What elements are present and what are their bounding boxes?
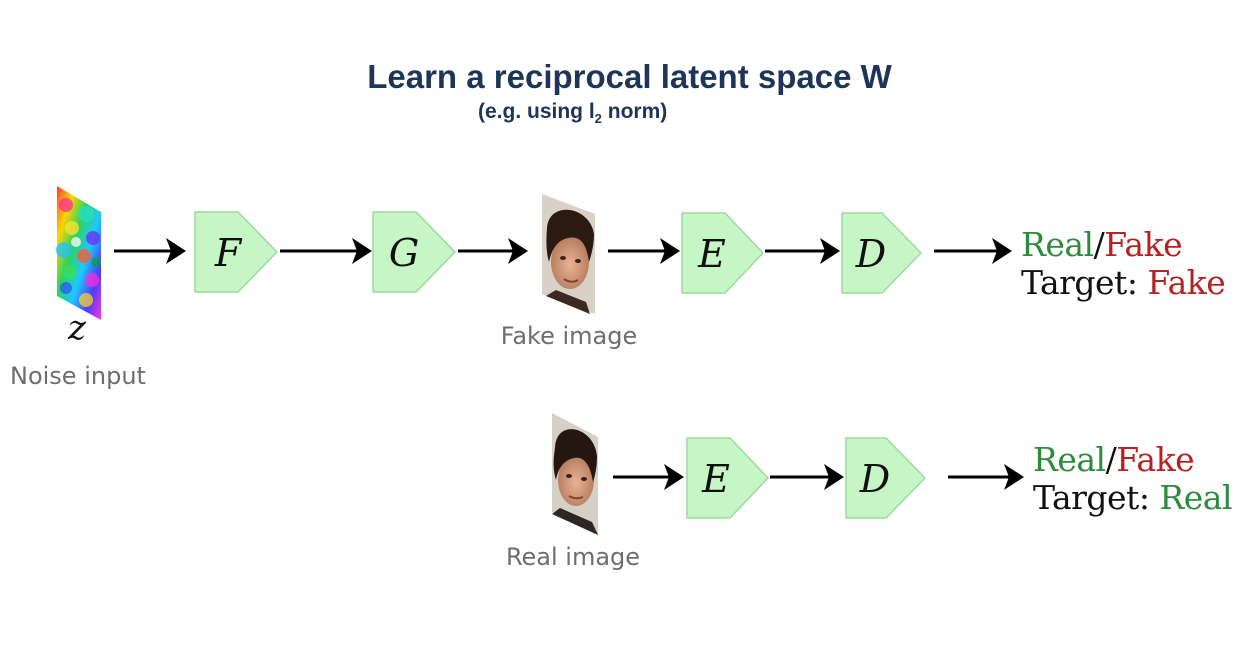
output-top-target-value: Fake [1147, 263, 1226, 302]
output-bottom-target: Target: Real [1033, 478, 1233, 517]
block-F-label: F [214, 231, 243, 275]
output-bottom-target-prefix: Target: [1033, 478, 1160, 517]
block-D-top-label: D [855, 232, 886, 276]
output-top-target-prefix: Target: [1021, 263, 1148, 302]
output-bottom-fake-word: Fake [1116, 440, 1195, 479]
noise-input-caption: Noise input [10, 362, 146, 390]
fake-face-image [542, 194, 595, 314]
noise-input-image [56, 186, 101, 320]
slide-title: Learn a reciprocal latent space W [367, 58, 892, 95]
block-E-bottom: E [686, 437, 770, 519]
subtitle-subscript: 2 [594, 111, 602, 126]
fake-image-caption: Fake image [501, 322, 638, 350]
output-bottom-slash: / [1105, 440, 1117, 479]
output-top-target: Target: Fake [1021, 263, 1226, 302]
arrow-E-to-D-bottom [770, 464, 844, 490]
arrow-D-to-output-bottom [948, 464, 1024, 490]
output-top-real-fake: Real/Fake [1021, 226, 1225, 264]
real-image-caption: Real image [506, 543, 640, 571]
output-top: Real/Fake Target: Fake [1021, 226, 1226, 302]
arrow-noise-to-F [114, 238, 186, 264]
output-top-slash: / [1093, 225, 1105, 264]
arrow-E-to-D-top [765, 238, 840, 264]
subtitle-prefix: (e.g. using l [478, 100, 595, 123]
block-E-top-label: E [697, 232, 726, 276]
output-top-fake-word: Fake [1104, 225, 1183, 264]
slide-subtitle: (e.g. using l2 norm) [478, 100, 667, 126]
arrow-real-image-to-E [613, 464, 684, 490]
arrow-fake-image-to-E [608, 238, 680, 264]
output-bottom-real-fake: Real/Fake [1033, 441, 1232, 479]
block-E-top: E [681, 212, 765, 294]
block-F: F [194, 211, 279, 293]
output-bottom-target-value: Real [1159, 478, 1233, 517]
output-bottom: Real/Fake Target: Real [1033, 441, 1233, 517]
arrow-D-to-output-top [934, 238, 1012, 264]
arrow-F-to-G [280, 238, 372, 264]
noise-symbol-z: z [67, 308, 87, 348]
arrow-G-to-fake-image [458, 238, 528, 264]
block-E-bottom-label: E [701, 457, 730, 501]
block-G: G [372, 211, 457, 293]
real-face-image [552, 413, 598, 535]
subtitle-suffix: norm) [601, 100, 668, 123]
block-D-bottom-label: D [859, 457, 890, 501]
block-D-top: D [841, 212, 923, 294]
block-D-bottom: D [845, 437, 927, 519]
block-G-label: G [389, 231, 419, 275]
output-top-real-word: Real [1021, 225, 1094, 264]
output-bottom-real-word: Real [1033, 440, 1106, 479]
